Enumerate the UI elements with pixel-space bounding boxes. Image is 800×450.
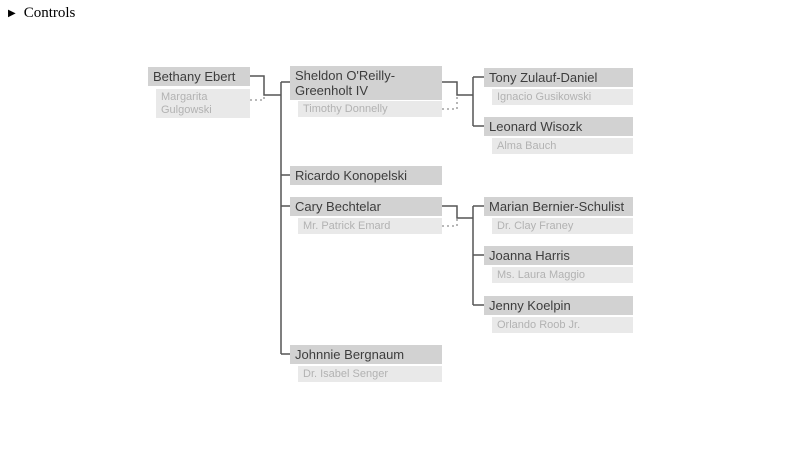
spouse-node-dr-clay-franey[interactable]: Dr. Clay Franey	[492, 218, 633, 234]
controls-panel: ▶ Controls	[8, 5, 75, 22]
connector-couple3-spine	[472, 205, 484, 306]
spouse-node-mr-patrick-emard[interactable]: Mr. Patrick Emard	[298, 218, 442, 234]
person-node-cary-bechtelar[interactable]: Cary Bechtelar	[290, 197, 442, 216]
spouse-node-dr-isabel-senger[interactable]: Dr. Isabel Senger	[298, 366, 442, 382]
connector-couple2-spouse	[442, 95, 458, 110]
spouse-node-ignacio-gusikowski[interactable]: Ignacio Gusikowski	[492, 89, 633, 105]
controls-toggle[interactable]: ▶ Controls	[8, 5, 75, 22]
connector-couple2-spine	[472, 76, 484, 127]
spouse-node-margarita-gulgowski[interactable]: Margarita Gulgowski	[156, 89, 250, 118]
connector-couple1-spouse	[250, 95, 265, 101]
connector-couple3-main	[442, 205, 473, 219]
spouse-node-alma-bauch[interactable]: Alma Bauch	[492, 138, 633, 154]
spouse-node-timothy-donnelly[interactable]: Timothy Donnelly	[298, 101, 442, 117]
person-node-marian-bernier-schulist[interactable]: Marian Bernier-Schulist	[484, 197, 633, 216]
spouse-node-ms-laura-maggio[interactable]: Ms. Laura Maggio	[492, 267, 633, 283]
person-node-johnnie-bergnaum[interactable]: Johnnie Bergnaum	[290, 345, 442, 364]
connector-couple2-main	[442, 81, 473, 96]
controls-label: Controls	[23, 5, 76, 21]
person-node-sheldon-oreilly-greenholt-iv[interactable]: Sheldon O'Reilly-Greenholt IV	[290, 66, 442, 100]
person-node-tony-zulauf-daniel[interactable]: Tony Zulauf-Daniel	[484, 68, 633, 87]
details-marker-icon: ▶	[8, 7, 16, 19]
connector-couple1-spine	[280, 81, 290, 355]
connector-couple3-spouse	[442, 218, 458, 227]
person-node-leonard-wisozk[interactable]: Leonard Wisozk	[484, 117, 633, 136]
spouse-node-orlando-roob-jr[interactable]: Orlando Roob Jr.	[492, 317, 633, 333]
connector-couple1-main	[250, 75, 281, 96]
person-node-joanna-harris[interactable]: Joanna Harris	[484, 246, 633, 265]
person-node-ricardo-konopelski[interactable]: Ricardo Konopelski	[290, 166, 442, 185]
person-node-jenny-koelpin[interactable]: Jenny Koelpin	[484, 296, 633, 315]
person-node-bethany-ebert[interactable]: Bethany Ebert	[148, 67, 250, 86]
